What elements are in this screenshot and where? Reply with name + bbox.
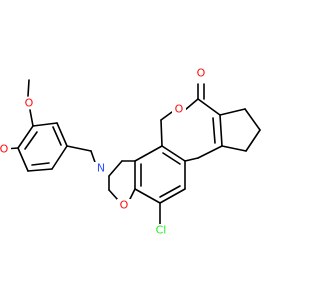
- structure-diagram: O O N O Cl O O: [0, 67, 261, 237]
- atom-o-methoxy-top: O: [22, 97, 36, 110]
- atom-o-carbonyl: O: [194, 67, 208, 80]
- svg-text:O: O: [175, 103, 184, 116]
- svg-text:O: O: [197, 67, 206, 80]
- methoxy-groups: [4, 79, 34, 150]
- svg-text:O: O: [120, 199, 129, 212]
- oxazine-ring: [108, 160, 136, 202]
- svg-text:N: N: [97, 162, 105, 175]
- dimethoxyphenyl-ring: [17, 122, 68, 172]
- atom-o-lactone: O: [172, 103, 186, 116]
- atom-o-methoxy-bottom: O: [0, 143, 11, 156]
- cyclopentane-ring: [219, 108, 261, 152]
- svg-text:O: O: [0, 143, 9, 156]
- svg-text:O: O: [25, 97, 34, 110]
- atom-cl: Cl: [150, 224, 172, 237]
- pyranone-ring: [160, 83, 223, 159]
- atom-n-amine: N: [94, 162, 108, 175]
- atom-o-oxazine: O: [117, 199, 131, 212]
- benzene-ring-central: [134, 145, 199, 204]
- molecule-canvas: O O N O Cl O O: [0, 66, 261, 237]
- svg-text:Cl: Cl: [156, 224, 167, 237]
- benzyl-aryl-bond: [66, 145, 92, 152]
